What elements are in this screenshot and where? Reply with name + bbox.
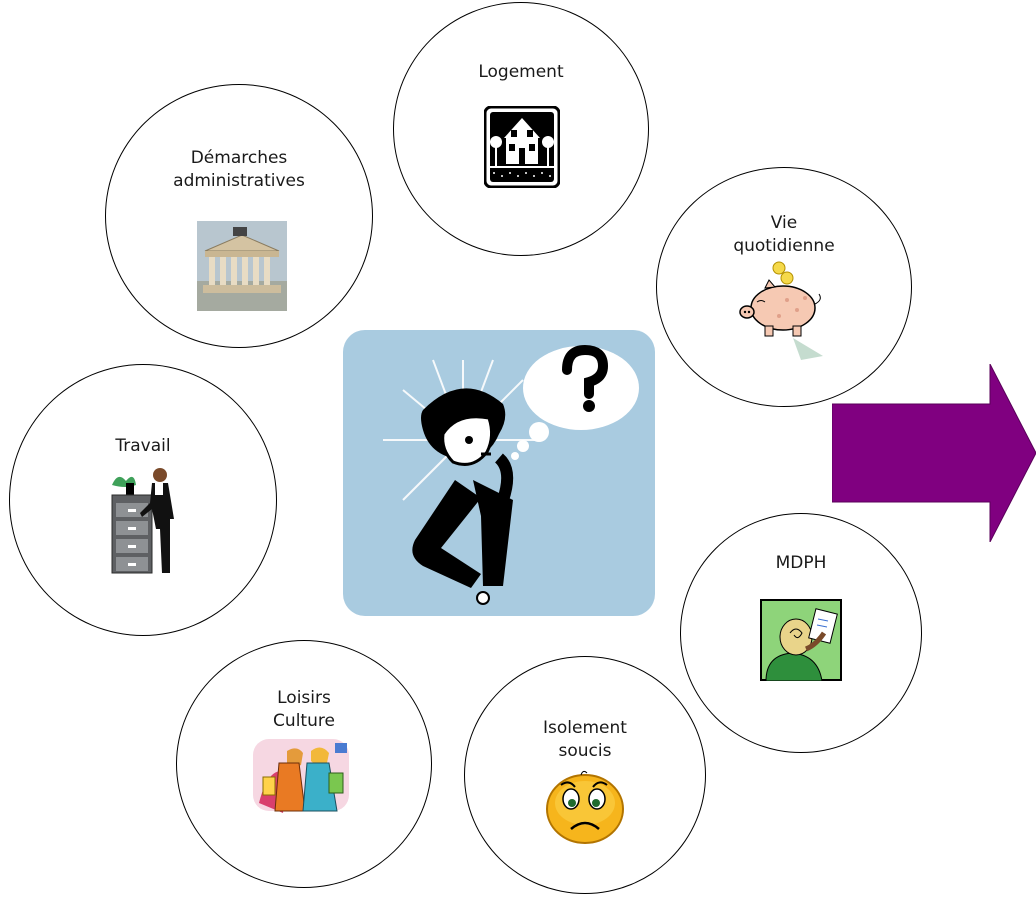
node-label-travail: Travail — [115, 436, 171, 456]
node-isolement-soucis: Isolement soucis — [464, 656, 706, 894]
node-travail: Travail — [9, 364, 277, 636]
shopping-people-icon — [253, 739, 349, 813]
government-building-icon — [197, 221, 287, 311]
house-icon — [484, 106, 560, 188]
thinking-person-question-icon — [343, 330, 655, 616]
node-label-mdph: MDPH — [775, 553, 827, 573]
node-label-loisirs: Loisirs Culture — [273, 688, 335, 731]
arrow-right-icon — [832, 364, 1036, 542]
piggy-bank-icon — [739, 261, 823, 360]
node-vie-quotidienne: Vie quotidienne — [656, 167, 912, 407]
sad-face-icon — [546, 770, 624, 844]
node-demarches-administratives: Démarches administratives — [105, 84, 373, 348]
office-worker-filing-cabinet-icon — [111, 468, 174, 574]
node-label-isolement: Isolement soucis — [543, 718, 627, 761]
node-label-demarches: Démarches administratives — [173, 148, 305, 191]
node-label-vie: Vie quotidienne — [733, 213, 835, 256]
person-reading-document-icon — [760, 599, 842, 681]
node-logement: Logement — [393, 2, 649, 256]
node-mdph: MDPH — [680, 513, 922, 753]
node-label-logement: Logement — [478, 62, 564, 82]
node-loisirs-culture: Loisirs Culture — [176, 640, 432, 888]
